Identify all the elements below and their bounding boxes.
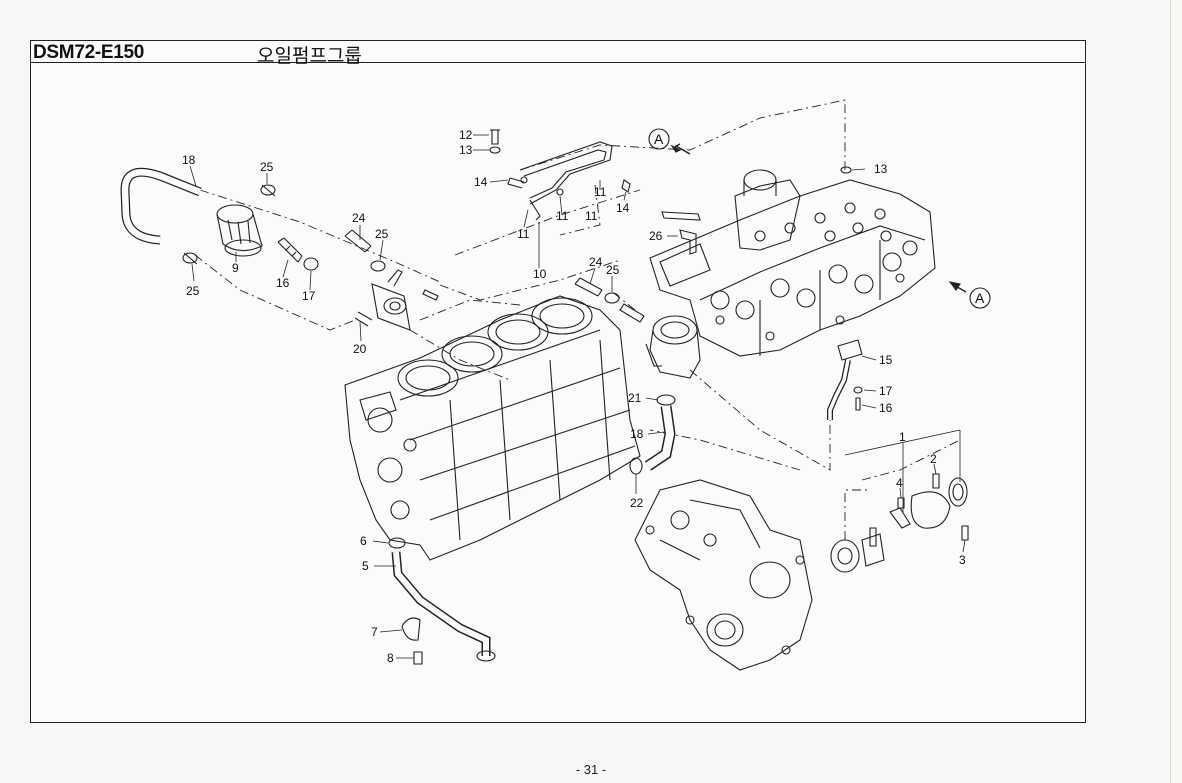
view-a-label-right: A — [975, 290, 985, 306]
label-22: 17 — [302, 289, 316, 303]
part-13-washer-right — [840, 166, 852, 174]
label-12: 12 — [459, 128, 473, 142]
label-9: 9 — [232, 261, 239, 275]
part-18-hose — [644, 405, 676, 471]
label-26: 26 — [649, 229, 663, 243]
part-4-pin — [897, 497, 905, 509]
label-25: 25 — [260, 160, 274, 174]
label-10: 10 — [533, 267, 547, 281]
label-13: 13 — [874, 162, 888, 176]
label-25: 25 — [375, 227, 389, 241]
label-19: 22 — [630, 496, 644, 510]
label-14: 14 — [616, 201, 630, 215]
part-5-suction-pipe — [391, 551, 496, 662]
label-17: 17 — [879, 384, 893, 398]
diagram-frame: DSM72-E150 오일펌프그룹 — [30, 40, 1086, 723]
assembly-guide-lines — [194, 99, 961, 540]
part-number-labels: 18 25 9 25 16 17 24 25 20 12 13 14 10 11… — [182, 128, 966, 665]
label-11: 11 — [594, 185, 607, 199]
view-a-label-top: A — [654, 131, 664, 147]
view-a-marker-top — [648, 128, 691, 155]
timing-gear-case — [634, 479, 813, 671]
thermostat-housing — [645, 315, 701, 379]
part-9-oil-filter — [216, 204, 263, 257]
label-3: 3 — [959, 553, 966, 567]
label-2: 2 — [930, 452, 937, 466]
label-11: 11 — [556, 209, 569, 223]
label-18: 18 — [630, 427, 644, 441]
view-a-marker-right — [948, 281, 991, 309]
model-code: DSM72-E150 — [33, 42, 145, 63]
part-1-oil-pump — [830, 477, 968, 573]
part-14-bolt-left — [507, 177, 525, 189]
label-11: 11 — [585, 209, 598, 223]
rocker-cover — [734, 169, 801, 251]
part-24-small-hose-mid — [574, 277, 603, 297]
part-24-small-hose-left — [344, 229, 372, 253]
label-16: 16 — [879, 401, 893, 415]
label-25: 25 — [606, 263, 620, 277]
page-number: - 31 - — [575, 762, 607, 777]
part-6-o-ring — [388, 537, 406, 549]
label-8: 8 — [387, 651, 394, 665]
part-25-clamp-lower — [182, 252, 198, 265]
part-25-clamp-upper — [260, 184, 276, 197]
leader-lines — [189, 134, 966, 659]
label-11: 11 — [517, 227, 530, 241]
part-21-nipple — [277, 237, 303, 263]
label-4: 4 — [896, 476, 903, 490]
part-12-bolt — [490, 129, 500, 145]
label-24: 24 — [589, 255, 603, 269]
label-5: 5 — [362, 559, 369, 573]
part-13-washer — [489, 146, 501, 154]
scan-edge-line — [1170, 0, 1171, 783]
part-14-bolt-right — [621, 179, 631, 193]
part-25-clamp-mid — [370, 260, 386, 272]
part-23-hose — [120, 167, 202, 245]
label-6: 6 — [360, 534, 367, 548]
group-title: 오일펌프그룹 — [257, 46, 362, 67]
part-7-pipe-bracket — [401, 617, 421, 641]
cylinder-block — [344, 295, 641, 561]
connector-elbow — [619, 303, 645, 323]
label-20: 20 — [353, 342, 367, 356]
part-8-bolt — [413, 651, 423, 665]
label-13: 13 — [459, 143, 473, 157]
part-22-o-ring — [303, 257, 319, 271]
part-3-bolt — [961, 525, 969, 541]
part-10-oil-pipe — [519, 141, 613, 221]
diagram-header: DSM72-E150 오일펌프그룹 — [31, 41, 1085, 67]
part-19-clamp-upper — [656, 394, 676, 406]
part-20-oil-cooler — [354, 269, 439, 331]
part-25-clamp-right — [604, 292, 620, 304]
part-17-washer — [853, 386, 863, 394]
label-24: 24 — [352, 211, 366, 225]
part-26-bracket — [661, 211, 701, 255]
label-14: 14 — [474, 175, 488, 189]
label-1: 1 — [899, 430, 906, 444]
part-2-bolt — [932, 473, 940, 489]
cylinder-head — [649, 179, 936, 357]
label-19: 21 — [628, 391, 642, 405]
label-25: 25 — [186, 284, 200, 298]
label-23: 18 — [182, 153, 196, 167]
label-21: 16 — [276, 276, 290, 290]
label-7: 7 — [371, 625, 378, 639]
label-15: 15 — [879, 353, 893, 367]
part-15-oil-pipe — [827, 339, 863, 420]
part-16-bolt — [855, 397, 861, 411]
